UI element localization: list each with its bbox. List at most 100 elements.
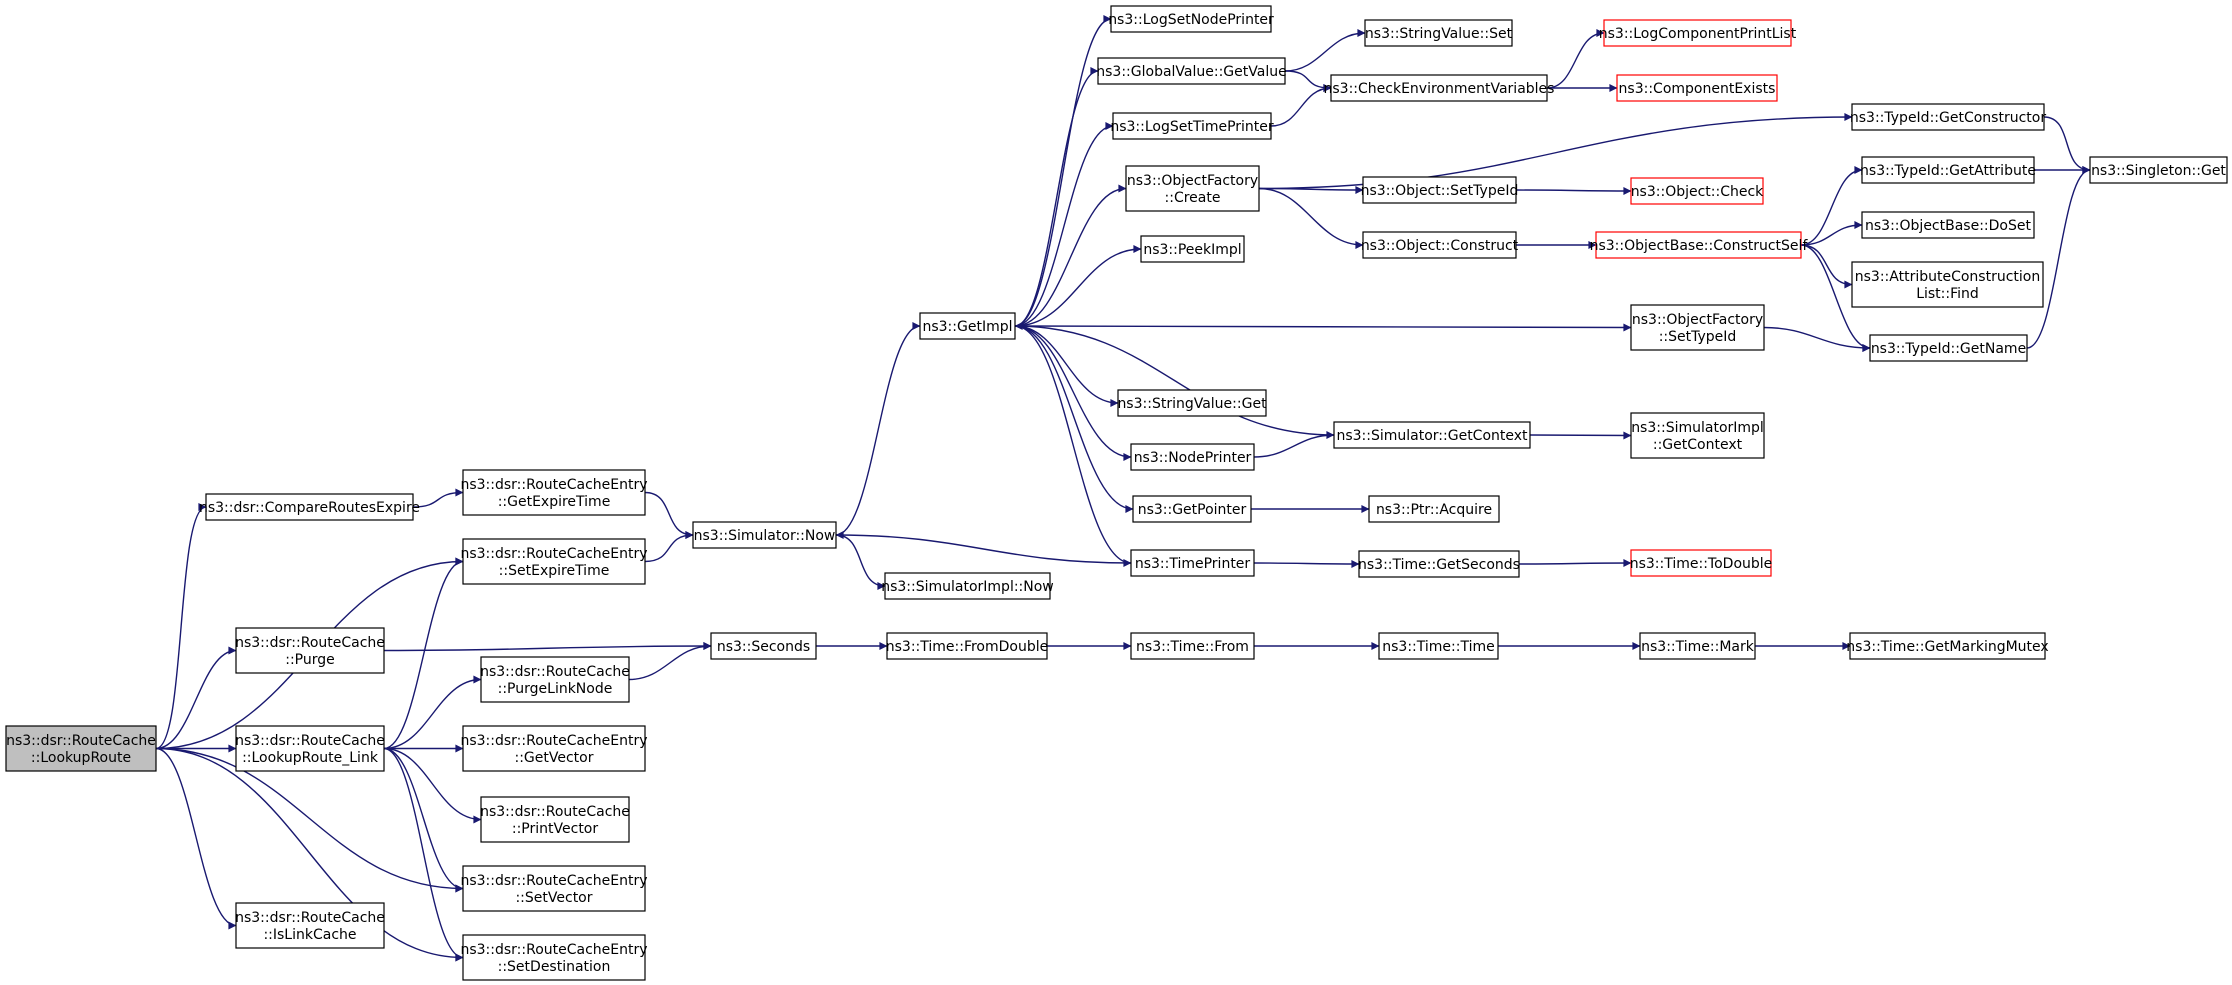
node-object-settypeid[interactable]: ns3::Object::SetTypeId	[1361, 176, 1519, 204]
node-label: ns3::SimulatorImpl	[1631, 420, 1764, 436]
node-label: ns3::Time::FromDouble	[886, 639, 1049, 655]
node-simulator-now[interactable]: ns3::Simulator::Now	[692, 521, 837, 549]
node-box	[1130, 632, 1255, 660]
node-objectfactory-create[interactable]: ns3::ObjectFactory::Create	[1125, 165, 1260, 212]
node-typeid-getname[interactable]: ns3::TypeId::GetName	[1869, 334, 2028, 362]
node-logsettimeprinter[interactable]: ns3::LogSetTimePrinter	[1110, 112, 1274, 140]
node-globalvalue-getvalue[interactable]: ns3::GlobalValue::GetValue	[1096, 57, 1287, 85]
node-label: List::Find	[1916, 286, 1979, 302]
edge-getimpl-to-timeprinter	[1014, 325, 1132, 567]
node-box	[1616, 74, 1778, 102]
edge-compareroutesexpire-to-rce-getexpiretime	[412, 488, 464, 508]
node-label: ::PurgeLinkNode	[498, 681, 613, 697]
node-label: ::SetExpireTime	[499, 563, 610, 579]
node-rce-getexpiretime[interactable]: ns3::dsr::RouteCacheEntry::GetExpireTime	[460, 469, 648, 516]
node-simulatorimpl-now[interactable]: ns3::SimulatorImpl::Now	[881, 572, 1054, 600]
edge-path	[155, 747, 464, 893]
node-time-getseconds[interactable]: ns3::Time::GetSeconds	[1358, 550, 1520, 578]
node-purgelinknode[interactable]: ns3::dsr::RouteCache::PurgeLinkNode	[480, 656, 630, 703]
node-time-todouble[interactable]: ns3::Time::ToDouble	[1630, 549, 1773, 577]
node-object-construct[interactable]: ns3::Object::Construct	[1361, 231, 1519, 259]
node-box	[1364, 19, 1513, 47]
node-box	[1132, 495, 1252, 523]
node-rce-setexpiretime[interactable]: ns3::dsr::RouteCacheEntry::SetExpireTime	[460, 538, 648, 585]
node-box	[462, 934, 646, 981]
edge-path	[383, 675, 482, 750]
node-box	[1125, 165, 1260, 212]
node-compareroutesexpire[interactable]: ns3::dsr::CompareRoutesExpire	[199, 493, 420, 521]
node-time-fromdouble[interactable]: ns3::Time::FromDouble	[886, 632, 1049, 660]
node-lookuproute-link[interactable]: ns3::dsr::RouteCache::LookupRoute_Link	[235, 725, 385, 772]
node-box	[1849, 632, 2046, 660]
edge-getimpl-to-logsettimeprinter	[1014, 122, 1114, 327]
edge-lookuproute-link-to-purgelinknode	[383, 675, 482, 750]
node-object-check[interactable]: ns3::Object::Check	[1630, 177, 1764, 205]
node-getimpl[interactable]: ns3::GetImpl	[919, 312, 1016, 340]
node-label: ::Create	[1165, 190, 1221, 206]
node-typeid-getconstructor[interactable]: ns3::TypeId::GetConstructor	[1850, 103, 2046, 131]
edge-lookuproute-link-to-rce-setexpiretime	[383, 557, 464, 750]
node-islinkcache[interactable]: ns3::dsr::RouteCache::IsLinkCache	[235, 902, 385, 949]
node-box	[1861, 156, 2035, 184]
node-label: ns3::SimulatorImpl::Now	[881, 579, 1054, 595]
edge-nodeprinter-to-simulator-getcontext	[1253, 431, 1335, 458]
edge-path	[1253, 559, 1360, 568]
node-logcomponentprintlist[interactable]: ns3::LogComponentPrintList	[1599, 19, 1797, 47]
edge-path	[1014, 325, 1134, 513]
node-simulatorimpl-getcontext[interactable]: ns3::SimulatorImpl::GetContext	[1630, 412, 1765, 459]
node-typeid-getattribute[interactable]: ns3::TypeId::GetAttribute	[1860, 156, 2036, 184]
node-box	[886, 632, 1048, 660]
node-label: ns3::TypeId::GetConstructor	[1850, 110, 2046, 126]
node-rce-setdestination[interactable]: ns3::dsr::RouteCacheEntry::SetDestinatio…	[460, 934, 648, 981]
edge-path	[1270, 84, 1332, 127]
node-label: ns3::Time::GetSeconds	[1358, 557, 1520, 573]
node-label: ::LookupRoute	[31, 750, 131, 766]
node-timeprinter[interactable]: ns3::TimePrinter	[1130, 549, 1255, 577]
node-box	[1112, 112, 1272, 140]
node-stringvalue-get[interactable]: ns3::StringValue::Get	[1117, 389, 1267, 417]
node-getpointer[interactable]: ns3::GetPointer	[1132, 495, 1252, 523]
node-printvector[interactable]: ns3::dsr::RouteCache::PrintVector	[480, 796, 630, 843]
node-objectfactory-settypeid[interactable]: ns3::ObjectFactory::SetTypeId	[1630, 304, 1765, 351]
node-box	[480, 656, 630, 703]
node-objectbase-constructself[interactable]: ns3::ObjectBase::ConstructSelf	[1590, 231, 1809, 259]
node-simulator-getcontext[interactable]: ns3::Simulator::GetContext	[1333, 421, 1531, 449]
edge-path	[1800, 244, 1853, 289]
node-nodeprinter[interactable]: ns3::NodePrinter	[1130, 443, 1255, 471]
node-peekimpl[interactable]: ns3::PeekImpl	[1140, 235, 1245, 263]
edge-path	[155, 747, 237, 930]
node-seconds[interactable]: ns3::Seconds	[710, 632, 817, 660]
node-singleton-get[interactable]: ns3::Singleton::Get	[2089, 156, 2228, 184]
node-objectbase-doset[interactable]: ns3::ObjectBase::DoSet	[1861, 211, 2035, 239]
node-box	[710, 632, 817, 660]
node-lookuproute[interactable]: ns3::dsr::RouteCache::LookupRoute	[5, 725, 157, 772]
node-logsetnodeprinter[interactable]: ns3::LogSetNodePrinter	[1108, 5, 1274, 33]
node-routecache-purge[interactable]: ns3::dsr::RouteCache::Purge	[235, 627, 385, 674]
node-rce-setvector[interactable]: ns3::dsr::RouteCacheEntry::SetVector	[460, 865, 648, 912]
node-box	[1130, 443, 1255, 471]
edge-path	[155, 747, 464, 962]
edge-getimpl-to-globalvalue-getvalue	[1014, 67, 1099, 327]
edge-path	[1014, 67, 1099, 327]
node-time-from[interactable]: ns3::Time::From	[1130, 632, 1255, 660]
node-time-getmarkingmutex[interactable]: ns3::Time::GetMarkingMutex	[1846, 632, 2049, 660]
node-label: ns3::Time::From	[1136, 639, 1249, 655]
node-ptr-acquire[interactable]: ns3::Ptr::Acquire	[1368, 495, 1500, 523]
node-rce-getvector[interactable]: ns3::dsr::RouteCacheEntry::GetVector	[460, 725, 648, 772]
node-stringvalue-set[interactable]: ns3::StringValue::Set	[1364, 19, 1513, 47]
edge-lookuproute-link-to-printvector	[383, 747, 482, 824]
node-label: ns3::ObjectFactory	[1632, 312, 1763, 328]
node-componentexists[interactable]: ns3::ComponentExists	[1616, 74, 1778, 102]
edge-lookuproute-to-islinkcache	[155, 747, 237, 930]
edge-rce-setexpiretime-to-simulator-now	[644, 531, 694, 563]
edge-lookuproute-link-to-rce-setvector	[383, 747, 464, 893]
node-time-time[interactable]: ns3::Time::Time	[1378, 632, 1499, 660]
node-checkenvvars[interactable]: ns3::CheckEnvironmentVariables	[1324, 74, 1555, 102]
node-time-mark[interactable]: ns3::Time::Mark	[1639, 632, 1756, 660]
node-label: ns3::dsr::RouteCacheEntry	[460, 477, 647, 493]
edge-objectfactory-create-to-typeid-getconstructor	[1258, 113, 1853, 190]
edge-path	[1515, 186, 1632, 195]
node-label: ns3::Time::GetMarkingMutex	[1846, 639, 2048, 655]
edge-path	[1014, 323, 1632, 332]
